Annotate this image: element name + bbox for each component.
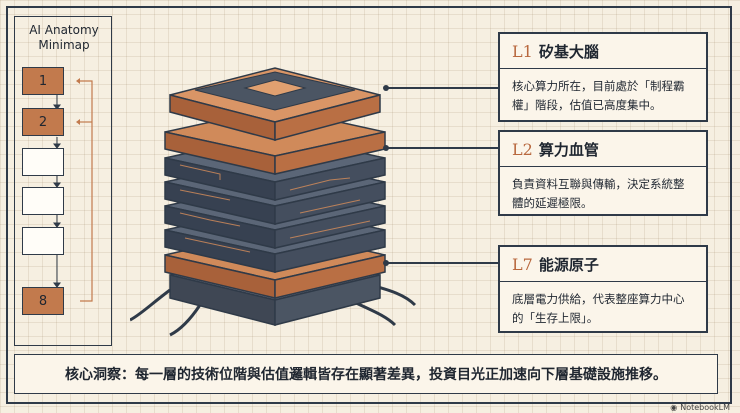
circuit-traces-icon [179,164,371,253]
minimap-panel: AI Anatomy Minimap [14,16,112,346]
callout-l2-header: L2 算力血管 [500,132,706,167]
connector-dot-l7 [383,260,389,266]
insight-banner: 核心洞察：每一層的技術位階與估值邏輯皆存在顯著差異，投資目光正加速向下層基礎設施… [14,354,718,394]
connector-dot-l1 [383,85,389,91]
connector-l2 [386,147,498,149]
callout-l1: L1 矽基大腦 核心算力所在，目前處於「制程霸權」階段，估值已高度集中。 [498,32,708,122]
minimap-title: AI Anatomy Minimap [29,23,99,52]
layer-1-block [169,67,381,141]
callout-l7-body: 底層電力供給，代表整座算力中心的「生存上限」。 [512,292,685,325]
connector-dot-l2 [383,145,389,151]
page-frame [6,6,732,404]
minimap-box-8[interactable]: 8 [22,287,64,315]
chip-icon [243,79,307,97]
minimap-box-1[interactable]: 1 [22,67,64,95]
callout-l2-id: L2 [512,139,533,159]
minimap-box-3[interactable] [22,148,64,176]
callout-l7-header: L7 能源原子 [500,247,706,282]
callout-l2-body: 負責資料互聯與傳輸，決定系統整體的延遲極限。 [512,177,685,210]
minimap-box-5[interactable] [22,227,64,255]
callout-l2-title: 算力血管 [538,140,599,159]
brand-name: NotebookLM [680,403,730,412]
callout-l7: L7 能源原子 底層電力供給，代表整座算力中心的「生存上限」。 [498,245,708,333]
callout-l1-id: L1 [512,41,533,61]
notebooklm-logo-icon: ◉ [670,403,678,412]
callout-l1-body: 核心算力所在，目前處於「制程霸權」階段，估值已高度集中。 [512,79,685,112]
minimap-box-2[interactable]: 2 [22,108,64,136]
brand-watermark: ◉ NotebookLM [670,403,730,412]
callout-l1-title: 矽基大腦 [538,42,599,61]
callout-l7-id: L7 [512,254,533,274]
connector-l7 [386,262,498,264]
callout-l1-header: L1 矽基大腦 [500,34,706,69]
server-stack-illustration [130,67,417,337]
callout-l2: L2 算力血管 負責資料互聯與傳輸，決定系統整體的延遲極限。 [498,130,708,216]
minimap-box-4[interactable] [22,187,64,215]
connector-l1 [386,87,498,89]
callout-l7-title: 能源原子 [538,255,599,274]
